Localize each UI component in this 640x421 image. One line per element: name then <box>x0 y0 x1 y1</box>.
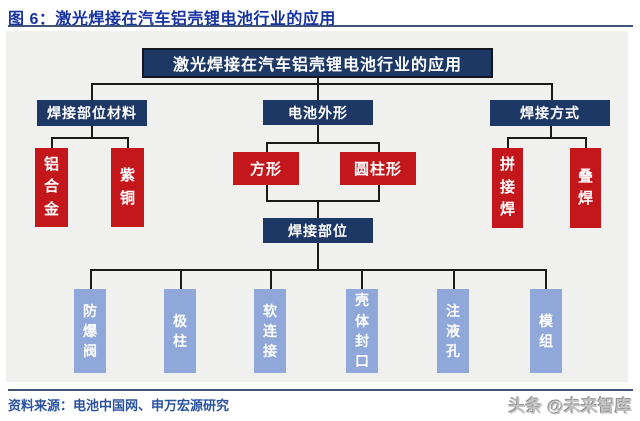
node-pole-terminal: 极柱 <box>164 289 196 373</box>
connector-line <box>545 269 547 290</box>
connector-line <box>90 269 92 290</box>
node-battery-shape: 电池外形 <box>263 100 373 125</box>
title-underline <box>8 25 633 27</box>
connector-line <box>317 78 319 85</box>
connector-line <box>91 126 93 139</box>
connector-line <box>51 137 129 139</box>
watermark-text: 头条 @未来智库 <box>508 397 632 416</box>
connector-line <box>266 200 380 202</box>
connector-line <box>90 269 547 271</box>
connector-line <box>507 137 587 139</box>
figure-title: 图 6：激光焊接在汽车铝壳锂电池行业的应用 <box>8 11 336 28</box>
node-prismatic: 方形 <box>233 152 299 185</box>
node-cylindrical: 圆柱形 <box>340 152 416 185</box>
source-note: 资料来源：电池中国网、申万宏源研究 <box>8 398 230 413</box>
node-copper: 紫铜 <box>111 148 144 227</box>
connector-line <box>266 185 268 202</box>
node-butt-weld: 拼接焊 <box>492 148 523 228</box>
connector-line <box>551 83 553 100</box>
connector-line <box>361 269 363 290</box>
connector-line <box>91 83 93 100</box>
node-weld-part: 焊接部位 <box>263 218 373 243</box>
connector-line <box>91 83 553 85</box>
connector-line <box>317 200 319 218</box>
connector-line <box>507 137 509 148</box>
node-aluminum-alloy: 铝合金 <box>35 148 68 227</box>
node-soft-connection: 软连接 <box>254 289 286 373</box>
connector-line <box>317 83 319 100</box>
node-root: 激光焊接在汽车铝壳锂电池行业的应用 <box>142 48 493 78</box>
connector-line <box>317 125 319 144</box>
connector-line <box>453 269 455 290</box>
connector-line <box>266 142 380 144</box>
connector-line <box>51 137 53 148</box>
footer-rule <box>8 389 633 391</box>
connector-line <box>378 185 380 202</box>
connector-line <box>127 137 129 148</box>
node-module: 模组 <box>530 289 562 373</box>
connector-line <box>270 269 272 290</box>
node-liquid-injection-hole: 注液孔 <box>437 289 469 373</box>
node-explosion-proof-valve: 防爆阀 <box>74 289 106 373</box>
connector-line <box>317 243 319 271</box>
node-weld-material: 焊接部位材料 <box>37 100 147 126</box>
connector-line <box>550 126 552 139</box>
connector-line <box>180 269 182 290</box>
connector-line <box>585 137 587 148</box>
connector-line <box>378 142 380 152</box>
node-lap-weld: 叠焊 <box>570 148 601 228</box>
node-shell-sealing: 壳体封口 <box>346 289 378 373</box>
node-weld-method: 焊接方式 <box>490 100 610 126</box>
connector-line <box>266 142 268 152</box>
